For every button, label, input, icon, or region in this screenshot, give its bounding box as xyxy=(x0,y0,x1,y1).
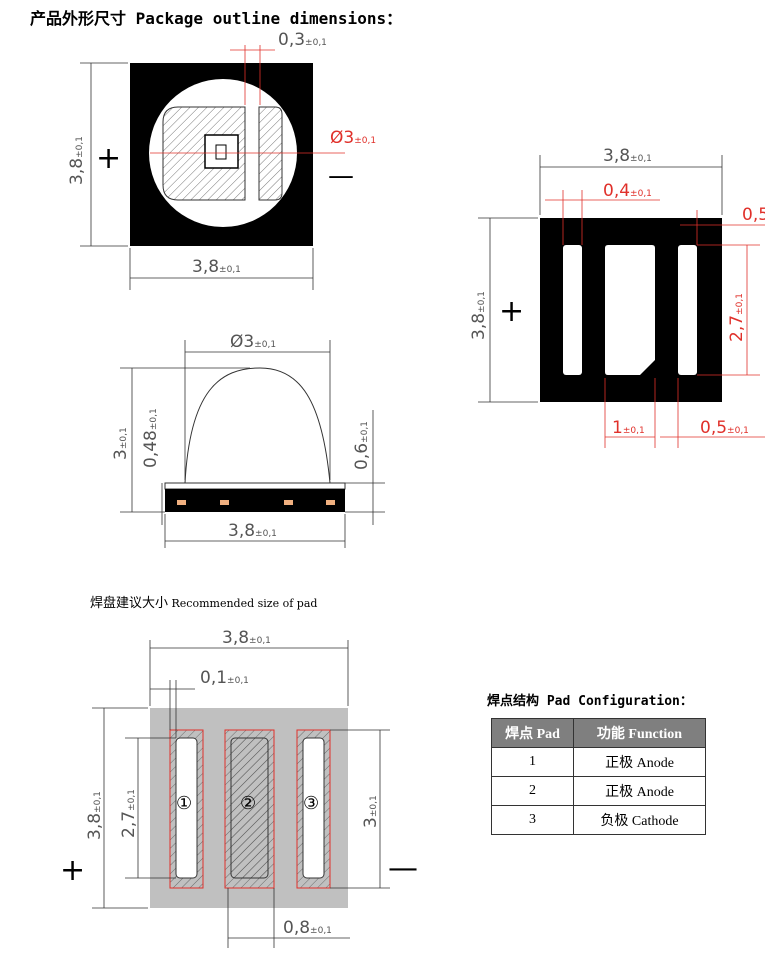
pad-config-table: 焊点 Pad 功能 Function 1 正极 Anode 2 正极 Anode… xyxy=(491,718,706,835)
dim-height-pad: 3,8±0,1 xyxy=(85,791,105,840)
dim-right-gap: 0,5±0,1 xyxy=(700,418,749,438)
cell-function: 负极 Cathode xyxy=(573,805,706,835)
dim-pad-gap: 0,3±0,1 xyxy=(278,30,327,50)
recommended-pad-view: 焊盘建议大小 Recommended size of pad ① ② ③ 3,8… xyxy=(60,595,418,948)
cell-function: 正极 Anode xyxy=(573,747,706,777)
recommended-subtitle: 焊盘建议大小 Recommended size of pad xyxy=(90,595,317,611)
plus-mark: + xyxy=(96,141,121,176)
dim-pad-width: 0,4±0,1 xyxy=(603,181,652,201)
dim-base-height: 0,48±0,1 xyxy=(141,408,161,468)
pad-2-label: ② xyxy=(240,793,256,814)
dim-gap: 0,8±0,1 xyxy=(283,918,332,938)
table-row: 1 正极 Anode xyxy=(491,747,706,777)
dim-pad-length: 2,7±0,1 xyxy=(727,293,747,342)
pad-3-label: ③ xyxy=(303,793,319,814)
dim-width-bottom: 3,8±0,1 xyxy=(603,146,652,166)
dim-pad-length-rec: 3±0,1 xyxy=(361,795,381,828)
dim-margin: 0,1±0,1 xyxy=(200,668,249,688)
minus-mark-pad: — xyxy=(388,851,418,886)
minus-mark: — xyxy=(328,161,354,191)
dim-height: 3,8±0,1 xyxy=(67,136,87,185)
dim-width-side: 3,8±0,1 xyxy=(228,521,277,541)
header-pad: 焊点 Pad xyxy=(491,718,574,748)
dim-lens-diameter-side: Ø3±0,1 xyxy=(230,332,276,352)
dim-total-height: 3±0,1 xyxy=(111,427,131,460)
cell-pad: 2 xyxy=(491,776,574,806)
table-header-row: 焊点 Pad 功能 Function xyxy=(491,718,706,748)
dim-height-bottom: 3,8±0,1 xyxy=(469,291,489,340)
header-function: 功能 Function xyxy=(573,718,706,748)
dim-center-pad: 1±0,1 xyxy=(612,418,645,438)
dim-width: 3,8±0,1 xyxy=(192,257,241,277)
cell-pad: 3 xyxy=(491,805,574,835)
table-row: 2 正极 Anode xyxy=(491,776,706,806)
plus-mark-pad: + xyxy=(60,853,85,888)
dim-lens-diameter: Ø3±0,1 xyxy=(330,128,376,148)
pad-config-title: 焊点结构 Pad Configuration： xyxy=(487,694,693,709)
dim-inner-length: 2,7±0,1 xyxy=(119,789,139,838)
cell-pad: 1 xyxy=(491,747,574,777)
side-view: Ø3±0,1 3±0,1 0,48±0,1 0,6±0,1 3,8±0,1 xyxy=(111,332,385,548)
page-title: 产品外形尺寸 Package outline dimensions： xyxy=(30,9,402,28)
cell-function: 正极 Anode xyxy=(573,776,706,806)
plus-mark-bottom: + xyxy=(499,294,524,329)
dim-body-height: 0,6±0,1 xyxy=(352,421,372,470)
dim-edge: 0,5 xyxy=(742,205,765,225)
dim-width-pad: 3,8±0,1 xyxy=(222,628,271,648)
table-row: 3 负极 Cathode xyxy=(491,805,706,835)
top-view: 0,3±0,1 Ø3±0,1 3,8±0,1 + — 3,8±0,1 xyxy=(67,30,376,290)
pad-1-label: ① xyxy=(176,793,192,814)
bottom-view: 3,8±0,1 0,4±0,1 0,5 2,7±0,1 3,8±0,1 + 1±… xyxy=(469,146,765,448)
